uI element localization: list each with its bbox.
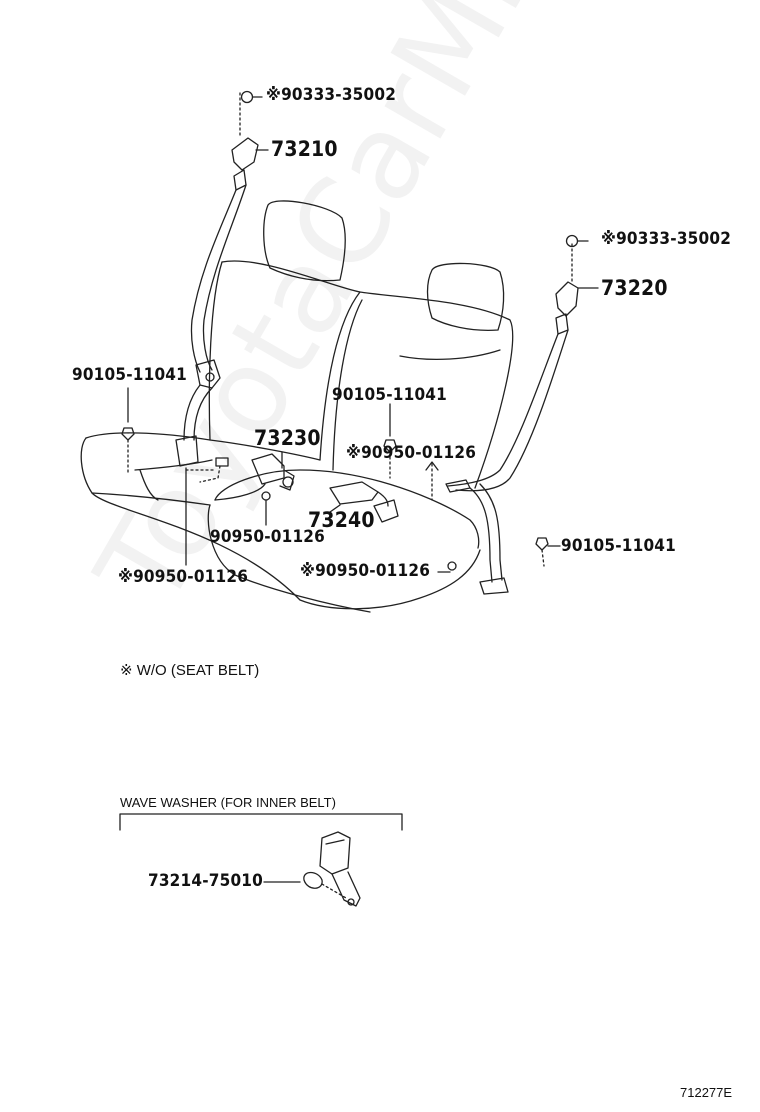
callout-cap-left: ※90333-35002 [266,85,397,105]
callout-bolt-left: 90105-11041 [72,365,187,385]
callout-bolt-right: 90105-11041 [561,536,676,556]
callout-buckle-73230: 73230 [254,426,321,450]
fasteners [121,90,599,573]
footnote: ※ W/O (SEAT BELT) [120,662,260,679]
callout-cap-right: ※90333-35002 [601,229,732,249]
rear-seat [80,200,514,613]
buckle-73230 [251,453,295,491]
callout-wave-washer: 73214-75010 [148,871,263,891]
seat-belt-right [445,243,579,595]
callout-washer-left: ※90950-01126 [118,567,249,587]
callout-bolt-center: 90105-11041 [332,385,447,405]
callout-washer-mid: 90950-01126 [210,527,325,547]
callout-belt-73220: 73220 [601,276,668,300]
buckle-73240 [329,481,399,523]
callout-buckle-73240: 73240 [308,508,375,532]
callout-washer-right: ※90950-01126 [300,561,431,581]
inset-title: WAVE WASHER (FOR INNER BELT) [120,795,336,810]
wave-washer-inset [119,813,403,907]
callout-belt-73210: 73210 [271,137,338,161]
seat-belt-left [175,92,259,467]
figure-id: 712277E [680,1085,733,1100]
callout-washer-center: ※90950-01126 [346,443,477,463]
